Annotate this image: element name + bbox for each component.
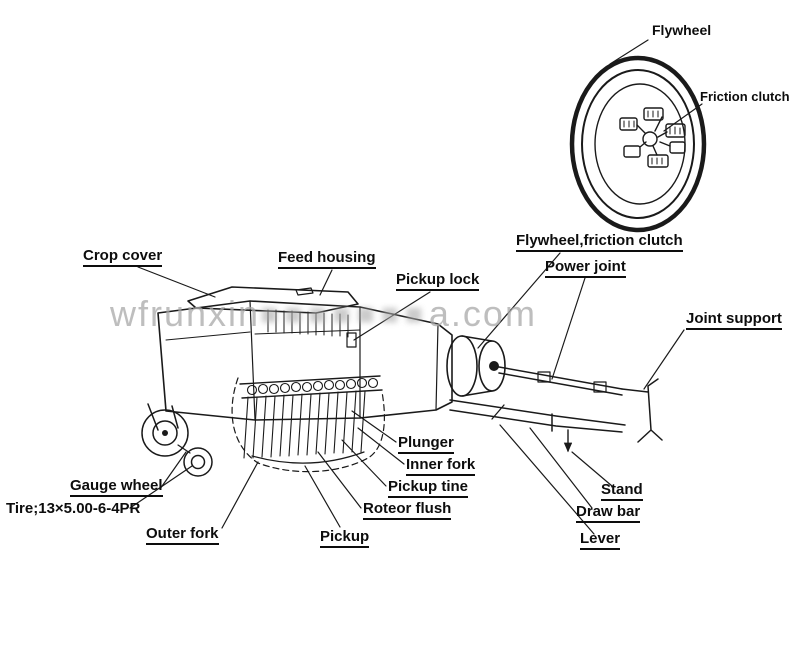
- label-roteor-flush: Roteor flush: [363, 500, 452, 521]
- lever-drawing: [491, 404, 505, 420]
- label-gauge-wheel: Gauge wheel: [70, 477, 163, 498]
- pickup-coils-drawing: [246, 377, 379, 396]
- label-pickup: Pickup: [320, 528, 370, 549]
- label-lever: Lever: [580, 530, 621, 551]
- pickup-drawing: [231, 375, 385, 473]
- label-inner-fork: Inner fork: [406, 456, 476, 477]
- label-tire-spec: Tire;13×5.00-6-4PR: [6, 500, 141, 517]
- pickup-tines-drawing: [243, 390, 366, 459]
- friction-clutch-drawing: [619, 107, 686, 168]
- gauge-wheel-drawing: [141, 403, 213, 477]
- label-plunger: Plunger: [398, 434, 454, 455]
- flywheel-detail-drawing: [569, 39, 707, 233]
- label-pickup-lock: Pickup lock: [396, 271, 480, 292]
- joint-support-drawing: [621, 378, 663, 443]
- label-joint-support: Joint support: [686, 310, 782, 331]
- label-stand: Stand: [601, 481, 643, 502]
- tire-drawing: [183, 447, 213, 477]
- label-crop-cover: Crop cover: [83, 247, 163, 268]
- label-outer-fork: Outer fork: [146, 525, 219, 546]
- label-pickup-tine: Pickup tine: [388, 478, 469, 499]
- label-draw-bar: Draw bar: [576, 503, 641, 524]
- drawbar-drawing: [449, 399, 626, 453]
- machine-flywheel-drawing: [446, 335, 506, 397]
- label-friction-clutch-detail: Friction clutch: [700, 89, 790, 104]
- label-power-joint: Power joint: [545, 258, 626, 279]
- label-feed-housing: Feed housing: [278, 249, 376, 270]
- power-shaft-drawing: [498, 366, 663, 443]
- leader-lines: [129, 252, 685, 535]
- label-flywheel-friction-clutch: Flywheel,friction clutch: [516, 232, 683, 253]
- label-flywheel-detail: Flywheel: [652, 22, 712, 38]
- baler-body-drawing: [157, 286, 453, 421]
